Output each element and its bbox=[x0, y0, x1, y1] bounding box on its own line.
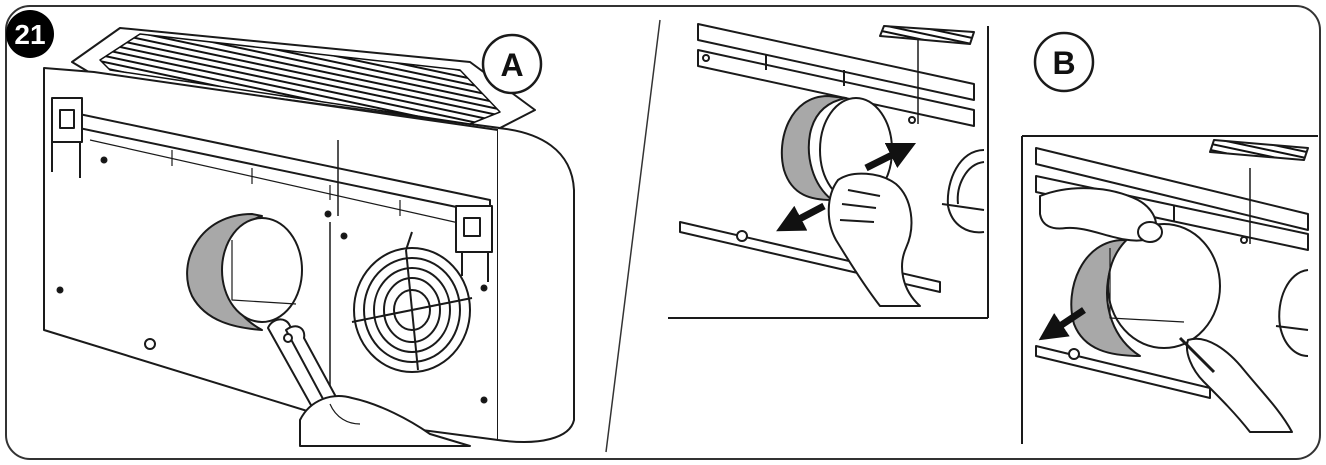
hand-a bbox=[299, 395, 471, 447]
panel-a-label-badge: A bbox=[481, 33, 543, 95]
panel-separator bbox=[605, 19, 661, 453]
panel-a bbox=[43, 27, 575, 447]
pipe-hole-a bbox=[221, 217, 303, 323]
panel-b-label-badge: B bbox=[1033, 31, 1095, 93]
arrow-icon bbox=[1038, 307, 1086, 341]
unit-side-panel bbox=[497, 127, 575, 443]
arrow-icon bbox=[776, 202, 826, 232]
panel-b-label: B bbox=[1052, 45, 1075, 81]
figure-border bbox=[5, 5, 1321, 460]
hand-step-1 bbox=[827, 172, 921, 307]
figure-number: 21 bbox=[14, 19, 45, 50]
figure-number-badge: 21 bbox=[6, 10, 54, 58]
panel-a-label: A bbox=[500, 47, 523, 83]
panel-b bbox=[1021, 135, 1318, 444]
fan-grille bbox=[351, 231, 473, 373]
arrow-icon bbox=[864, 142, 917, 172]
panel-step-1 bbox=[668, 23, 989, 319]
unit-grille bbox=[99, 33, 501, 125]
left-bracket bbox=[51, 97, 83, 143]
hand-b-bottom bbox=[1186, 337, 1293, 433]
